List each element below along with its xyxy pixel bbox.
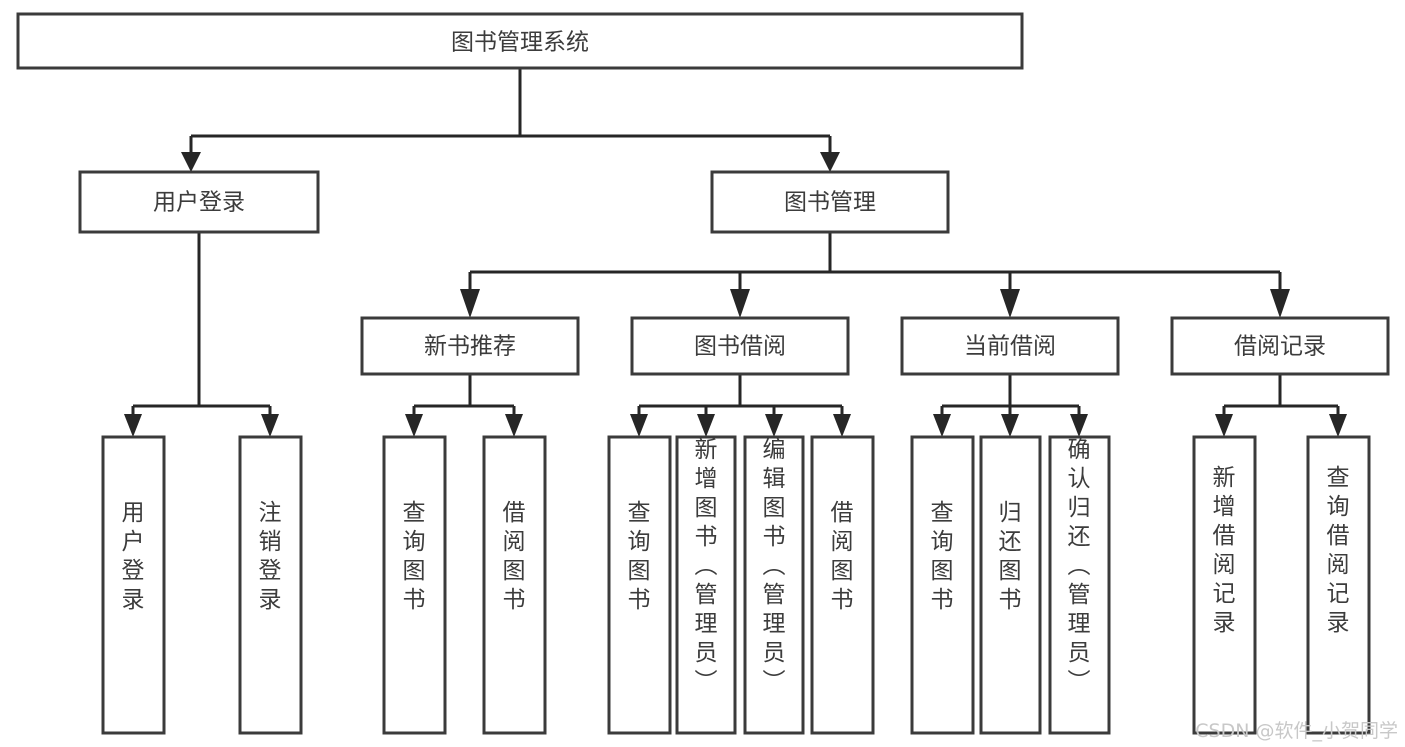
- leaf-borrow-record-1-box[interactable]: [1192, 435, 1257, 735]
- leaf-current-borrow-2-box[interactable]: [979, 435, 1042, 735]
- node-book-management-box[interactable]: [710, 170, 950, 234]
- arrow-borrow-record-leaf-1: [1215, 414, 1233, 437]
- node-user-login-label: 用户登录: [153, 190, 245, 216]
- leaf-borrow-record-1-label: 新增借阅记录: [1213, 465, 1236, 636]
- arrow-user-login-leaf-2: [261, 414, 279, 437]
- leaf-book-borrow-2[interactable]: 新增图书︵管理员︶: [675, 435, 737, 735]
- leaf-book-borrow-4[interactable]: 借阅图书: [810, 435, 875, 735]
- leaf-borrow-record-1[interactable]: 新增借阅记录: [1192, 435, 1257, 735]
- leaf-borrow-record-2[interactable]: 查询借阅记录: [1306, 435, 1371, 735]
- leaf-book-borrow-2-label: 新增图书︵管理员︶: [695, 437, 718, 695]
- node-user-login[interactable]: 用户登录: [78, 170, 320, 234]
- leaf-book-borrow-4-box[interactable]: [810, 435, 875, 735]
- leaf-current-borrow-2-label: 归还图书: [999, 500, 1022, 613]
- node-user-login-box[interactable]: [78, 170, 320, 234]
- arrow-user-login-leaf-1: [124, 414, 142, 437]
- arrow-book-mgmt-to-record: [1270, 289, 1290, 318]
- connector-group-root: [181, 68, 840, 172]
- arrow-current-borrow-leaf-3: [1070, 414, 1088, 437]
- arrow-book-borrow-leaf-3: [765, 414, 783, 437]
- arrow-new-book-leaf-1: [405, 414, 423, 437]
- leaf-user-login-2[interactable]: 注销登录: [238, 435, 303, 735]
- connector-group-book-mgmt: [460, 232, 1290, 318]
- arrow-book-mgmt-to-new-book: [460, 289, 480, 318]
- leaf-user-login-2-label: 注销登录: [259, 500, 282, 613]
- node-book-management-label: 图书管理: [784, 190, 876, 216]
- arrow-book-mgmt-to-borrow: [730, 289, 750, 318]
- csdn-watermark: CSDN @软件_小贺同学: [1195, 720, 1398, 742]
- node-borrow-record[interactable]: 借阅记录: [1170, 316, 1390, 376]
- leaf-new-book-2-label: 借阅图书: [503, 500, 526, 613]
- leaf-current-borrow-3-label: 确认归还︵管理员︶: [1068, 437, 1091, 695]
- arrow-new-book-leaf-2: [505, 414, 523, 437]
- leaf-book-borrow-3-box[interactable]: [743, 435, 805, 735]
- leaf-current-borrow-2[interactable]: 归还图书: [979, 435, 1042, 735]
- node-current-borrow-box[interactable]: [900, 316, 1120, 376]
- arrow-book-mgmt-to-current: [1000, 289, 1020, 318]
- leaf-book-borrow-1-label: 查询图书: [628, 500, 651, 613]
- leaf-new-book-2-box[interactable]: [482, 435, 547, 735]
- node-new-book-recommend[interactable]: 新书推荐: [360, 316, 580, 376]
- leaf-user-login-2-box[interactable]: [238, 435, 303, 735]
- connector-group-current-borrow: [933, 374, 1088, 437]
- leaf-book-borrow-2-box[interactable]: [675, 435, 737, 735]
- connector-group-book-borrow: [630, 374, 851, 437]
- connector-group-borrow-record: [1215, 374, 1347, 437]
- node-current-borrow-label: 当前借阅: [964, 334, 1056, 360]
- arrow-book-borrow-leaf-1: [630, 414, 648, 437]
- node-borrow-record-label: 借阅记录: [1234, 334, 1326, 360]
- node-root[interactable]: 图书管理系统: [16, 12, 1024, 70]
- leaf-current-borrow-1-label: 查询图书: [931, 500, 954, 613]
- leaf-borrow-record-2-box[interactable]: [1306, 435, 1371, 735]
- node-current-borrow[interactable]: 当前借阅: [900, 316, 1120, 376]
- leaf-book-borrow-1-box[interactable]: [607, 435, 672, 735]
- node-book-borrow-label: 图书借阅: [694, 334, 786, 360]
- arrow-root-to-user-login: [181, 152, 201, 172]
- leaf-book-borrow-1[interactable]: 查询图书: [607, 435, 672, 735]
- leaf-book-borrow-4-label: 借阅图书: [831, 500, 854, 613]
- node-root-label: 图书管理系统: [451, 30, 589, 56]
- node-book-borrow-box[interactable]: [630, 316, 850, 376]
- arrow-book-borrow-leaf-4: [833, 414, 851, 437]
- leaf-new-book-1-box[interactable]: [382, 435, 447, 735]
- leaf-user-login-1[interactable]: 用户登录: [101, 435, 166, 735]
- node-book-management[interactable]: 图书管理: [710, 170, 950, 234]
- connector-group-new-book: [405, 374, 523, 437]
- leaf-new-book-1-label: 查询图书: [403, 500, 426, 613]
- leaf-new-book-2[interactable]: 借阅图书: [482, 435, 547, 735]
- leaf-current-borrow-1[interactable]: 查询图书: [910, 435, 975, 735]
- arrow-borrow-record-leaf-2: [1329, 414, 1347, 437]
- leaf-current-borrow-3[interactable]: 确认归还︵管理员︶: [1048, 435, 1111, 735]
- node-borrow-record-box[interactable]: [1170, 316, 1390, 376]
- arrow-book-borrow-leaf-2: [697, 414, 715, 437]
- node-new-book-recommend-box[interactable]: [360, 316, 580, 376]
- leaf-book-borrow-3[interactable]: 编辑图书︵管理员︶: [743, 435, 805, 735]
- leaf-current-borrow-1-box[interactable]: [910, 435, 975, 735]
- leaf-current-borrow-3-box[interactable]: [1048, 435, 1111, 735]
- node-root-box[interactable]: [16, 12, 1024, 70]
- leaf-user-login-1-box[interactable]: [101, 435, 166, 735]
- leaf-borrow-record-2-label: 查询借阅记录: [1327, 465, 1350, 636]
- leaf-user-login-1-label: 用户登录: [122, 500, 145, 613]
- node-new-book-recommend-label: 新书推荐: [424, 334, 516, 360]
- arrow-root-to-book-mgmt: [820, 152, 840, 172]
- node-book-borrow[interactable]: 图书借阅: [630, 316, 850, 376]
- arrow-current-borrow-leaf-2: [1001, 414, 1019, 437]
- leaf-new-book-1[interactable]: 查询图书: [382, 435, 447, 735]
- leaf-book-borrow-3-label: 编辑图书︵管理员︶: [763, 437, 786, 695]
- arrow-current-borrow-leaf-1: [933, 414, 951, 437]
- connector-group-user-login: [124, 232, 279, 437]
